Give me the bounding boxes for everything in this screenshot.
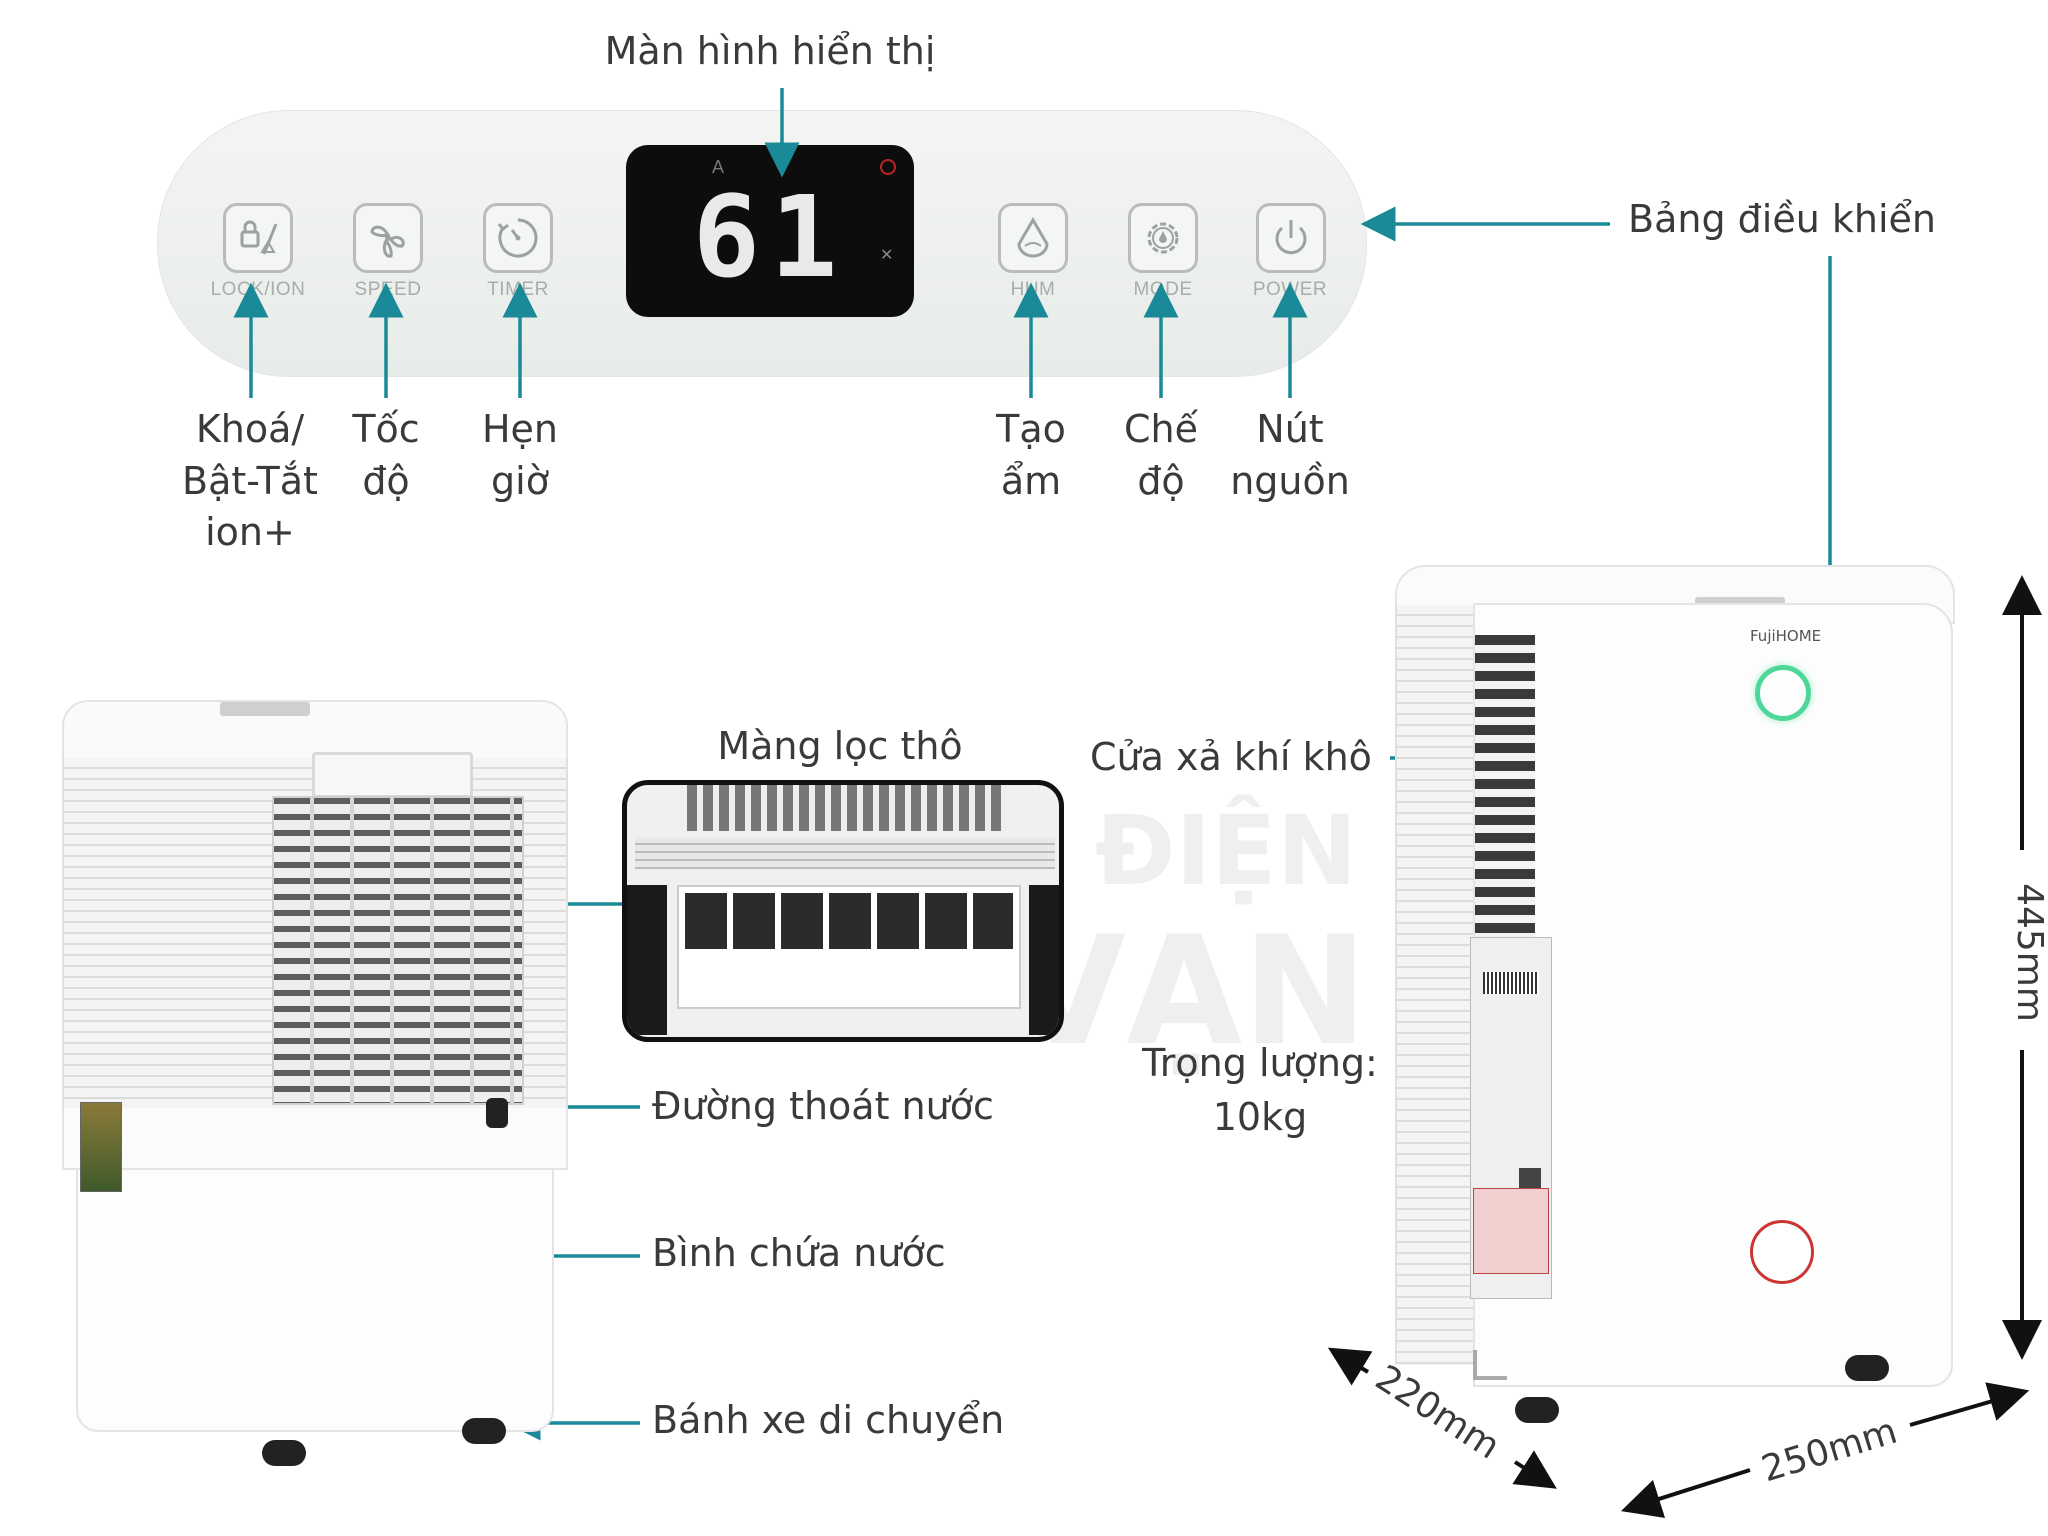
drain-outlet (486, 1098, 508, 1128)
power-label-line-1: Nút (1256, 407, 1324, 451)
dehumidifier-back-view (62, 700, 568, 1470)
depth-arrow-left (1327, 1347, 1373, 1386)
humidify-label-line-2: ẩm (1000, 458, 1062, 503)
filter-side-dark-left (627, 885, 667, 1035)
back-wheel-right (462, 1418, 506, 1444)
humidity-readout: 61 (692, 173, 848, 303)
filter-mesh (685, 893, 1013, 949)
gear-drop-icon (1147, 222, 1179, 254)
speed-label-line-2: độ (362, 458, 410, 503)
timer-label-line-1: Hẹn (481, 407, 559, 451)
back-handle (312, 752, 473, 798)
coarse-filter-label: Màng lọc thô (717, 724, 963, 768)
back-top-display-window (220, 702, 310, 716)
dehumidifier-front-view: FujiHOME (1395, 565, 1955, 1423)
height-dimension: 445mm (2008, 883, 2048, 1022)
lock-ion-button[interactable] (223, 203, 293, 273)
lock-ion-label: Khoá/ Bật-Tắt ion+ (160, 406, 340, 557)
filter-mesh-frame (677, 885, 1021, 1009)
power-label: Nút nguồn (1220, 406, 1360, 505)
water-tank (76, 1168, 554, 1432)
spec-qr-code (1519, 1168, 1541, 1190)
dry-air-outlet-label: Cửa xả khí khô (1090, 735, 1372, 779)
front-side-fins (1395, 605, 1477, 1365)
power-label-line-2: nguồn (1230, 458, 1350, 503)
humidify-label-line-1: Tạo (996, 407, 1066, 451)
spec-label-sticker (1470, 937, 1552, 1299)
display-screen-label: Màn hình hiển thị (604, 29, 936, 73)
water-tank-label: Bình chứa nước (652, 1231, 946, 1275)
depth-arrow-right (1512, 1450, 1557, 1489)
technology-seal (1750, 1220, 1814, 1284)
width-arrow-left (1620, 1468, 1751, 1518)
weight-label: Trọng lượng: 10kg (1110, 1040, 1410, 1141)
power-ring-indicator (1755, 665, 1811, 721)
lock-ion-label-line-1: Khoá/ (195, 407, 305, 451)
coarse-filter-inset (622, 780, 1064, 1042)
back-wheel-left (262, 1440, 306, 1466)
hum-button[interactable] (998, 203, 1068, 273)
front-wheel-left (1515, 1397, 1559, 1423)
mode-button[interactable] (1128, 203, 1198, 273)
control-panel-label: Bảng điều khiển (1628, 197, 1936, 241)
weight-label-line-2: 10kg (1212, 1094, 1308, 1139)
width-arrow-right (1909, 1382, 2030, 1427)
mode-label-line-2: độ (1137, 458, 1185, 503)
certificate-sticker (80, 1102, 122, 1192)
timer-button[interactable] (483, 203, 553, 273)
warning-sticker (1473, 1188, 1549, 1274)
timer-label: Hẹn giờ (470, 406, 570, 505)
timer-icon (497, 218, 538, 258)
speed-button[interactable] (353, 203, 423, 273)
display-power-indicator (880, 159, 896, 175)
power-icon (1275, 220, 1307, 255)
mode-label: Chế độ (1111, 406, 1211, 505)
auto-mode-indicator: A (712, 157, 725, 177)
spec-barcode (1483, 972, 1539, 994)
mode-label-line-1: Chế (1124, 407, 1198, 451)
front-wheel-right (1845, 1355, 1889, 1381)
back-air-intake-grille (272, 796, 524, 1105)
speed-label: Tốc độ (336, 406, 436, 505)
humidify-label: Tạo ẩm (981, 406, 1081, 505)
lock-ion-label-line-3: ion+ (205, 510, 295, 554)
speed-label-line-1: Tốc (352, 407, 420, 451)
fan-icon (370, 225, 405, 258)
brand-logo: FujiHOME (1750, 627, 1822, 645)
power-button[interactable] (1256, 203, 1326, 273)
lock-ion-label-line-2: Bật-Tắt (182, 458, 318, 503)
drain-label: Đường thoát nước (652, 1084, 994, 1128)
water-drop-icon (1017, 217, 1049, 258)
timer-label-line-2: giờ (491, 458, 549, 503)
wheels-label: Bánh xe di chuyển (652, 1398, 1005, 1442)
lock-ion-icon (240, 220, 278, 255)
dry-air-outlet-grille (1475, 635, 1535, 965)
weight-label-line-1: Trọng lượng: (1142, 1041, 1378, 1085)
front-drain-pipe (1473, 1350, 1507, 1380)
filter-top-vents-lower (635, 837, 1055, 869)
filter-side-dark-right (1029, 885, 1059, 1035)
filter-top-vents (687, 785, 1007, 831)
fan-indicator: ✕ (880, 247, 894, 264)
